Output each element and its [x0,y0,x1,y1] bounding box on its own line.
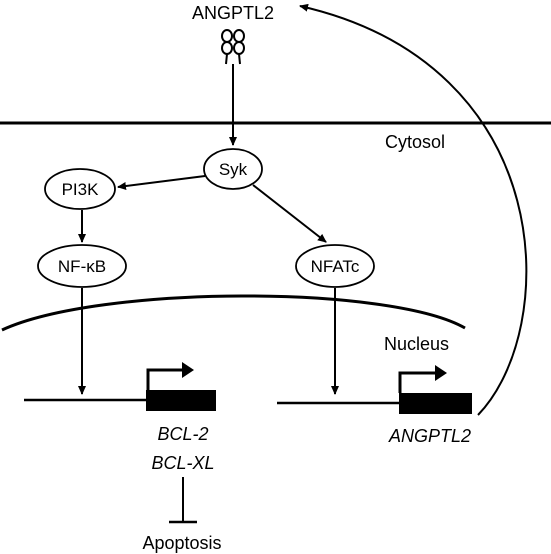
ligand-label: ANGPTL2 [192,3,274,23]
syk-to-pi3k-arrow [117,175,206,190]
nfkb-label: NF-κB [58,257,106,276]
bcl2-promoter-arrow [146,368,184,390]
angptl2-gene-box [399,393,472,414]
receptor-icon [221,29,245,65]
angptl2-promoter-arrow [398,371,437,393]
syk-label: Syk [219,160,248,179]
angptl2-promoter-arrowhead [435,365,447,381]
nuclear-membrane [1,294,466,332]
pi3k-node: PI3K [44,168,116,210]
nucleus-label: Nucleus [384,334,449,354]
cytosol-label: Cytosol [385,132,445,152]
bcl2-gene-locus [24,362,216,411]
angptl2-gene-label: ANGPTL2 [388,426,471,446]
nfatc-node: NFATc [295,244,375,288]
feedback-loop-arrow [299,3,528,416]
apoptosis-label: Apoptosis [142,533,221,553]
syk-to-nfatc-arrow [252,184,327,243]
bcl2-gene-box [146,390,216,411]
bcl2-promoter-arrowhead [182,362,194,378]
nfatc-label: NFATc [311,257,360,276]
bcl2-gene-label: BCL-2 [157,424,208,444]
nfkb-node: NF-κB [37,244,127,288]
angptl2-gene-locus [277,365,472,414]
bclxl-gene-label: BCL-XL [151,453,214,473]
syk-node: Syk [203,148,263,190]
pi3k-label: PI3K [62,180,100,199]
